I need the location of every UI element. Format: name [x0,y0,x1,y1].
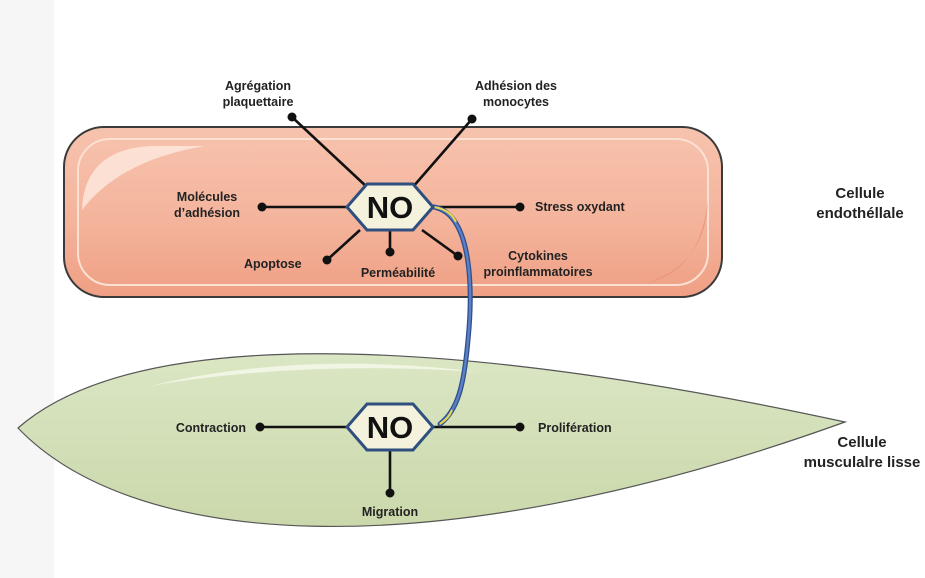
label-apoptosis: Apoptose [244,257,302,271]
spoke-cytokines [421,228,459,258]
spoke-apoptosis-dot [322,255,332,265]
label-adhesion-molecules-line2: d’adhésion [174,206,240,220]
label-proliferation: Prolifération [538,421,612,435]
spoke-permeability-dot [385,247,395,257]
endothelial-no-hub: NO [345,182,435,232]
endothelial-spokes [257,112,525,265]
endothelial-cell-label-line2: endothéllale [816,205,904,222]
spoke-platelet-dot [287,112,297,122]
label-cytokines-line2: proinflammatoires [483,265,592,279]
endothelial-no-label: NO [367,190,414,225]
label-platelet-aggregation-line1: Agrégation [225,79,291,93]
endothelial-no-hexagon [345,182,435,232]
endothelial-cell-highlight [82,146,205,210]
no-diffusion-arrow [431,204,473,427]
muscle-cell-label-line2: musculalre lisse [804,454,921,471]
spoke-apoptosis [326,229,361,261]
muscle-no-hub: NO [345,402,435,452]
label-adhesion-molecules-line1: Molécules [177,190,237,204]
spoke-cytokines-dot [453,251,463,261]
left-margin-strip [0,0,54,578]
spoke-monocyte [411,118,473,189]
diffusion-arrow-highlight-top [433,206,457,223]
smooth-muscle-cell [17,353,848,528]
label-cytokines-line1: Cytokines [508,249,568,263]
smooth-muscle-cell-highlight [150,363,480,386]
smooth-muscle-cell-body [17,353,848,528]
label-monocyte-adhesion-line2: monocytes [483,95,549,109]
label-permeability: Perméabilité [361,266,435,280]
muscle-cell-label-line1: Cellule [837,434,886,451]
muscle-spokes [255,422,525,498]
spoke-proliferation-dot [515,422,525,432]
spoke-platelet [291,116,369,189]
label-contraction: Contraction [176,421,246,435]
label-oxidative-stress: Stress oxydant [535,200,625,214]
muscle-no-label: NO [367,410,414,445]
endothelial-cell-inner-rim [77,138,709,286]
spoke-monocyte-dot [467,114,477,124]
diffusion-arrow-core [432,205,472,426]
endothelial-cell-label-line1: Cellule [835,185,884,202]
spoke-migration-dot [385,488,395,498]
label-monocyte-adhesion-line1: Adhésion des [475,79,557,93]
diffusion-arrow-highlight-bottom [439,409,453,425]
label-migration: Migration [362,505,418,519]
spoke-adhesion-dot [257,202,267,212]
muscle-no-hexagon [345,402,435,452]
spoke-stress-dot [515,202,525,212]
spoke-contraction-dot [255,422,265,432]
label-platelet-aggregation-line2: plaquettaire [223,95,294,109]
